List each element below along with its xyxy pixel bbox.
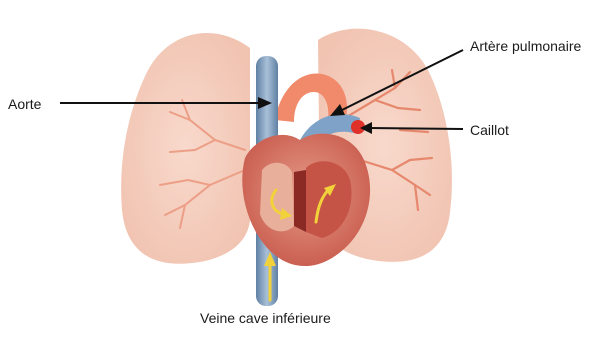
- left-lung: [121, 33, 250, 264]
- heart-chamber-left: [260, 163, 294, 232]
- pointer-caillot: [368, 128, 463, 129]
- label-caillot: Caillot: [470, 122, 509, 138]
- label-aorte: Aorte: [8, 96, 41, 112]
- heart-septum: [294, 170, 306, 232]
- label-artere-pulmonaire: Artère pulmonaire: [470, 38, 581, 54]
- label-veine-cave-inferieure: Veine cave inférieure: [200, 310, 331, 326]
